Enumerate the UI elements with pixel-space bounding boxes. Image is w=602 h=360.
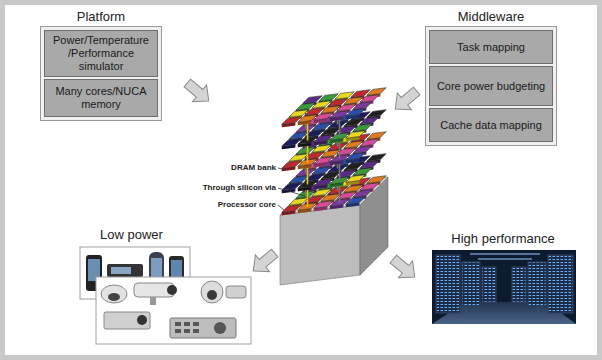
group-box: PlatformPower/Temperature /Performance s… — [40, 8, 162, 121]
stack-part — [353, 102, 372, 110]
stack-part — [346, 175, 365, 183]
group-frame: Power/Temperature /Performance simulator… — [40, 26, 162, 121]
group-heading: Platform — [40, 8, 162, 26]
group-frame: Task mappingCore power budgetingCache da… — [425, 26, 557, 146]
picture-frame — [78, 244, 252, 344]
part-label: Through silicon via — [203, 183, 276, 193]
stack-part — [367, 176, 386, 184]
stack-part — [353, 168, 372, 176]
stack-part — [367, 154, 386, 162]
box-text: Task mapping — [457, 41, 525, 54]
process-box: Core power budgeting — [429, 66, 553, 106]
box-text: Many cores/NUCA memory — [49, 85, 153, 111]
stack-part — [360, 117, 379, 125]
process-box: Cache data mapping — [429, 108, 553, 142]
picture-frame — [430, 248, 576, 324]
image-panel: High performance — [430, 230, 576, 324]
stack-part — [346, 131, 365, 139]
group-heading: High performance — [430, 230, 576, 248]
part-label: DRAM bank — [231, 163, 276, 173]
stack-part — [353, 190, 372, 198]
stack-part — [346, 197, 365, 205]
stack-part — [280, 205, 360, 285]
group-heading: Middleware — [425, 8, 557, 26]
stack-part — [367, 110, 386, 118]
process-box: Power/Temperature /Performance simulator — [44, 30, 158, 77]
part-label: Processor core — [218, 200, 276, 210]
group-heading: Low power — [78, 226, 252, 244]
box-text: Power/Temperature /Performance simulator — [49, 34, 153, 73]
stack-part — [346, 109, 365, 117]
stack-part — [360, 183, 379, 191]
box-text: Core power budgeting — [437, 80, 545, 93]
stack-part — [353, 146, 372, 154]
stack-part — [360, 139, 379, 147]
stack-part — [346, 153, 365, 161]
image-panel: Low power — [78, 226, 252, 344]
process-box: Many cores/NUCA memory — [44, 79, 158, 117]
stack-part — [353, 124, 372, 132]
stack-part — [367, 88, 386, 96]
stack-part — [367, 132, 386, 140]
box-text: Cache data mapping — [440, 119, 542, 132]
stack-part — [360, 161, 379, 169]
stack-part — [360, 95, 379, 103]
group-box: MiddlewareTask mappingCore power budgeti… — [425, 8, 557, 146]
process-box: Task mapping — [429, 30, 553, 64]
